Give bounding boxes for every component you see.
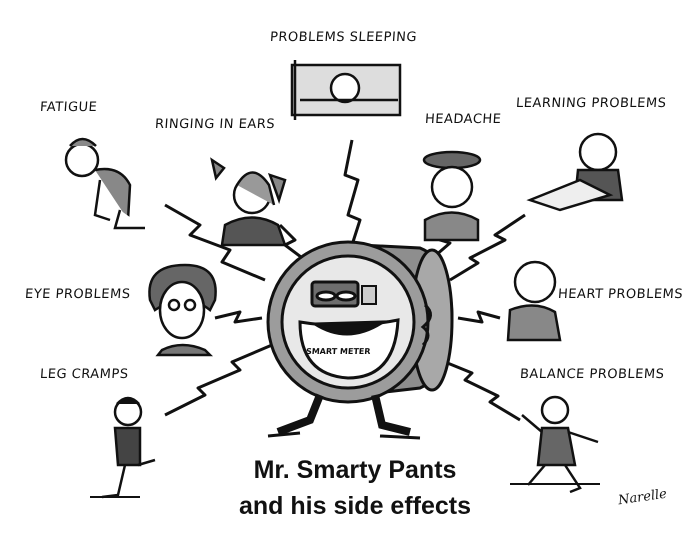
headache-figure xyxy=(422,150,482,242)
fatigue-figure xyxy=(64,137,145,230)
label-learning-problems: LEARNING PROBLEMS xyxy=(515,96,667,111)
eye-problems-figure xyxy=(148,263,217,357)
zigzag-learning xyxy=(449,213,526,282)
zigzag-fatigue xyxy=(164,203,266,282)
title-line-2: and his side effects xyxy=(238,492,472,520)
label-headache: HEADACHE xyxy=(424,112,502,127)
zigzag-balance xyxy=(444,360,521,422)
label-fatigue: FATIGUE xyxy=(39,100,98,115)
label-heart-problems: HEART PROBLEMS xyxy=(557,287,684,302)
zigzag-lines xyxy=(164,139,526,422)
meter-label: SMART METER xyxy=(305,347,371,356)
zigzag-sleeping xyxy=(343,139,362,246)
label-problems-sleeping: PROBLEMS SLEEPING xyxy=(269,30,418,45)
title-line-1: Mr. Smarty Pants xyxy=(253,456,457,484)
label-balance-problems: BALANCE PROBLEMS xyxy=(519,367,665,382)
label-eye-problems: EYE PROBLEMS xyxy=(24,287,131,302)
zigzag-leg xyxy=(164,343,273,417)
zigzag-heart xyxy=(457,310,501,324)
label-ringing-in-ears: RINGING IN EARS xyxy=(154,117,276,132)
zigzag-eye xyxy=(214,310,263,324)
heart-problems-figure xyxy=(506,260,562,342)
learning-figure xyxy=(526,132,624,212)
zigzag-ears xyxy=(278,223,306,262)
sleeping-figure xyxy=(290,60,402,120)
balance-figure xyxy=(521,395,599,494)
ringing-ears-figure xyxy=(210,157,287,247)
smart-meter xyxy=(266,240,454,440)
label-leg-cramps: LEG CRAMPS xyxy=(39,367,129,382)
